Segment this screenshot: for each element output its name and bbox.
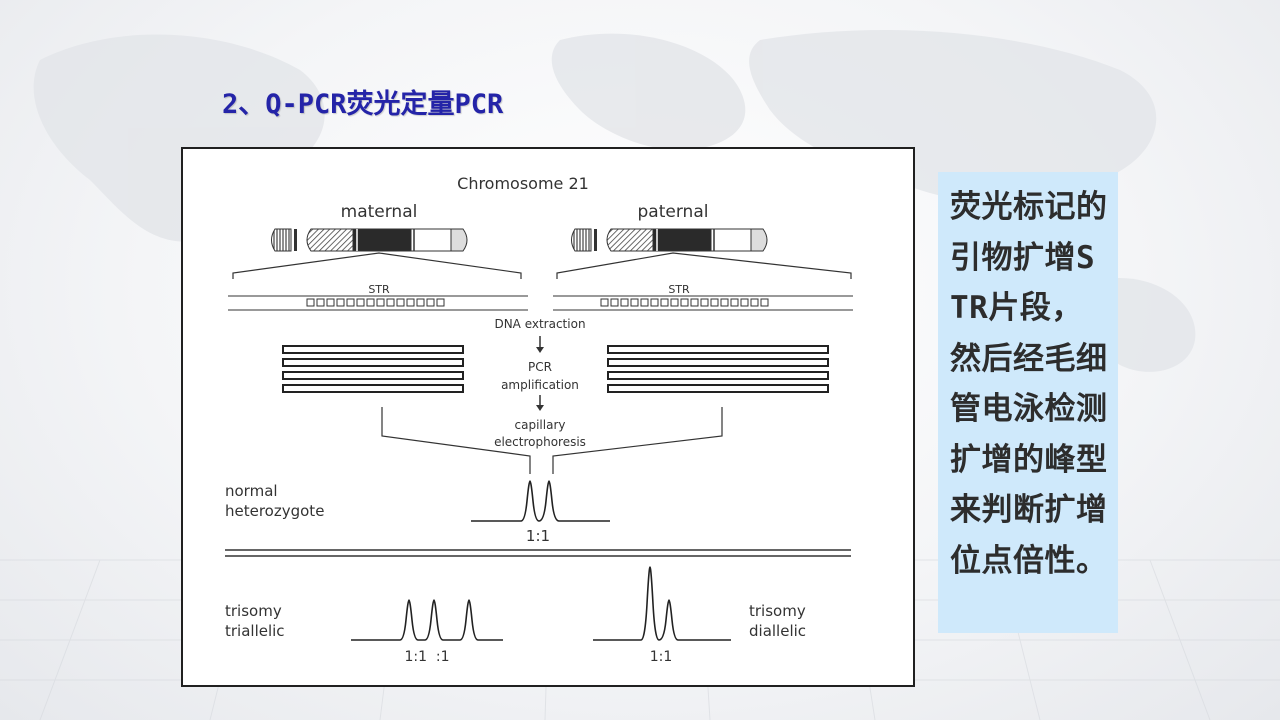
paternal-str-repeats <box>600 298 769 307</box>
step-dna-extraction: DNA extraction <box>494 317 585 331</box>
str-repeat-unit <box>620 298 629 307</box>
str-repeat-unit <box>610 298 619 307</box>
diallelic-ratio: 1:1 <box>650 649 673 665</box>
description-box: 荧光标记的引物扩增STR片段，然后经毛细管电泳检测扩增的峰型来判断扩增位点倍性。 <box>938 172 1118 633</box>
str-repeat-unit <box>730 298 739 307</box>
str-repeat-unit <box>426 298 435 307</box>
str-repeat-unit <box>376 298 385 307</box>
trisomy-triallelic-label-2: triallelic <box>225 622 285 640</box>
step-amplification: amplification <box>501 378 579 392</box>
str-repeat-unit <box>306 298 315 307</box>
str-repeat-unit <box>760 298 769 307</box>
str-repeat-unit <box>720 298 729 307</box>
str-diagram: Chromosome 21 maternal paternal <box>225 174 853 665</box>
step-capillary: capillary <box>515 418 566 432</box>
electrophoresis-funnel <box>381 407 723 474</box>
arrow-down-icon <box>536 405 544 411</box>
trisomy-diallelic-label-2: diallelic <box>749 622 806 640</box>
svg-text:STR: STR <box>668 283 690 296</box>
str-repeat-unit <box>600 298 609 307</box>
maternal-str-strand: STR <box>228 283 528 311</box>
str-repeat-unit <box>680 298 689 307</box>
str-repeat-unit <box>700 298 709 307</box>
slide-title: 2、Q-PCR荧光定量PCR <box>222 89 504 120</box>
step-pcr: PCR <box>528 360 552 374</box>
heterozygote-label: heterozygote <box>225 502 324 520</box>
str-repeat-unit <box>436 298 445 307</box>
svg-text:STR: STR <box>368 283 390 296</box>
maternal-chromosome <box>271 228 468 252</box>
str-repeat-unit <box>326 298 335 307</box>
maternal-label: maternal <box>341 202 418 222</box>
str-repeat-unit <box>670 298 679 307</box>
normal-ratio: 1:1 <box>526 527 550 545</box>
str-repeat-unit <box>750 298 759 307</box>
arrow-down-icon <box>536 347 544 353</box>
diallelic-peaks <box>593 566 731 641</box>
description-text: 荧光标记的引物扩增STR片段，然后经毛细管电泳检测扩增的峰型来判断扩增位点倍性。 <box>950 189 1108 579</box>
str-repeat-unit <box>710 298 719 307</box>
str-repeat-unit <box>396 298 405 307</box>
str-repeat-unit <box>356 298 365 307</box>
normal-peaks <box>471 480 610 522</box>
paternal-chromosome <box>571 228 768 252</box>
str-expansion-lines <box>232 252 852 279</box>
str-repeat-unit <box>316 298 325 307</box>
normal-label: normal <box>225 482 278 500</box>
triallelic-ratio: 1:1 :1 <box>404 649 449 665</box>
maternal-pcr-products <box>282 345 464 393</box>
str-repeat-unit <box>386 298 395 307</box>
str-repeat-unit <box>740 298 749 307</box>
str-repeat-unit <box>690 298 699 307</box>
chromosome-title: Chromosome 21 <box>457 174 589 193</box>
str-repeat-unit <box>416 298 425 307</box>
str-repeat-unit <box>650 298 659 307</box>
str-repeat-unit <box>346 298 355 307</box>
paternal-pcr-products <box>607 345 829 393</box>
str-repeat-unit <box>336 298 345 307</box>
triallelic-peaks <box>351 599 503 641</box>
str-repeat-unit <box>640 298 649 307</box>
str-analysis-figure: Chromosome 21 maternal paternal <box>181 147 915 687</box>
str-repeat-unit <box>406 298 415 307</box>
paternal-label: paternal <box>638 202 709 222</box>
str-repeat-unit <box>660 298 669 307</box>
trisomy-triallelic-label-1: trisomy <box>225 602 282 620</box>
maternal-str-repeats <box>306 298 445 307</box>
paternal-str-strand: STR <box>553 283 853 311</box>
step-electrophoresis: electrophoresis <box>494 435 586 449</box>
str-repeat-unit <box>366 298 375 307</box>
trisomy-diallelic-label-1: trisomy <box>749 602 806 620</box>
str-repeat-unit <box>630 298 639 307</box>
